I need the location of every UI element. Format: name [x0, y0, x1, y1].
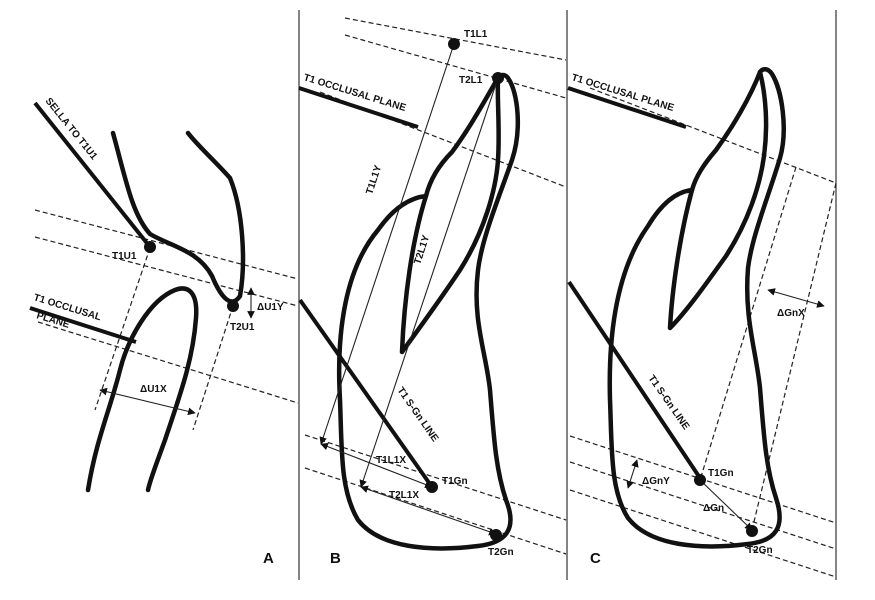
delta-u1y-label: ΔU1Y	[257, 302, 284, 313]
t1l1-point	[448, 38, 460, 50]
delta-gny-arrow	[626, 459, 639, 489]
t1u1-label: T1U1	[112, 251, 137, 262]
panel-a-dashed-vertical	[94, 247, 151, 411]
lower-incisor-outline	[336, 72, 521, 551]
delta-gnx-arrow	[767, 288, 825, 308]
panel-c: T1 OCCLUSAL PLANE ΔGnX T1 S-Gn LINE ΔGnY…	[567, 67, 837, 578]
delta-gn-arrow	[699, 479, 753, 531]
t1l1x-arrow	[320, 442, 433, 489]
panel-b-dashed-line	[304, 434, 567, 521]
upper-incisor-outline	[110, 130, 246, 304]
t1u1-point	[144, 241, 156, 253]
t2l1x-label: T2L1X	[389, 490, 419, 501]
panel-b-sgn-line	[298, 298, 434, 489]
panel-a-occlusal-plane	[29, 306, 137, 344]
panel-c-dashed-line	[589, 87, 837, 184]
panel-c-sgn-label: T1 S-Gn LINE	[646, 373, 692, 432]
t1gn-label: T1Gn	[708, 468, 734, 479]
sella-line-label: SELLA TO T1U1	[43, 96, 100, 162]
panel-a-dashed-vertical	[192, 305, 234, 431]
panel-b-dashed-line	[344, 34, 567, 99]
panel-c-dashed-line	[569, 461, 837, 550]
t2l1y-arrow	[359, 77, 499, 488]
t2u1-point	[227, 300, 239, 312]
panel-a: SELLA TO T1U1 T1 OCCLUSAL PLANE T1U1 T2U…	[29, 96, 299, 567]
delta-u1x-arrow	[99, 387, 196, 416]
delta-gn-label: ΔGn	[703, 503, 724, 514]
delta-gnx-label: ΔGnX	[777, 308, 805, 319]
lower-incisor-pulp	[399, 75, 501, 355]
panel-c-letter: C	[590, 550, 601, 567]
sella-to-t1u1-line	[33, 101, 152, 249]
t2gn-point	[746, 525, 758, 537]
t2l1-point	[492, 72, 504, 84]
t2u1-label: T2U1	[230, 322, 255, 333]
panel-b-sgn-label: T1 S-Gn LINE	[395, 385, 441, 444]
panel-a-dashed-line	[37, 321, 299, 404]
panel-c-sgn-line	[567, 280, 702, 480]
t1gn-point	[694, 474, 706, 486]
lower-incisor-outline	[607, 67, 786, 549]
panel-b: T1L1 T2L1 T1 OCCLUSAL PLANE T1L1Y T2L1Y …	[298, 17, 567, 567]
t2gn-point	[490, 529, 502, 541]
panel-c-occlusal-plane	[567, 86, 687, 129]
panel-a-dashed-line	[34, 209, 299, 280]
t2gn-label: T2Gn	[488, 547, 514, 558]
panel-b-occlusal-plane	[298, 86, 419, 129]
delta-gny-label: ΔGnY	[642, 476, 670, 487]
panel-c-dashed-vertical	[751, 182, 837, 531]
t2l1-label: T2L1	[459, 75, 483, 86]
t1l1y-arrow	[319, 43, 455, 445]
lower-incisor-pulp	[667, 69, 769, 331]
panel-c-dashed-line	[569, 489, 837, 578]
t1gn-point	[426, 481, 438, 493]
t1gn-label: T1Gn	[442, 476, 468, 487]
t1l1y-label: T1L1Y	[364, 164, 384, 196]
panel-b-letter: B	[330, 550, 341, 567]
panel-a-letter: A	[263, 550, 274, 567]
delta-u1x-label: ΔU1X	[140, 384, 167, 395]
t1l1-label: T1L1	[464, 29, 488, 40]
t2gn-label: T2Gn	[747, 545, 773, 556]
t2l1x-arrow	[360, 485, 497, 536]
t1l1x-label: T1L1X	[376, 455, 406, 466]
